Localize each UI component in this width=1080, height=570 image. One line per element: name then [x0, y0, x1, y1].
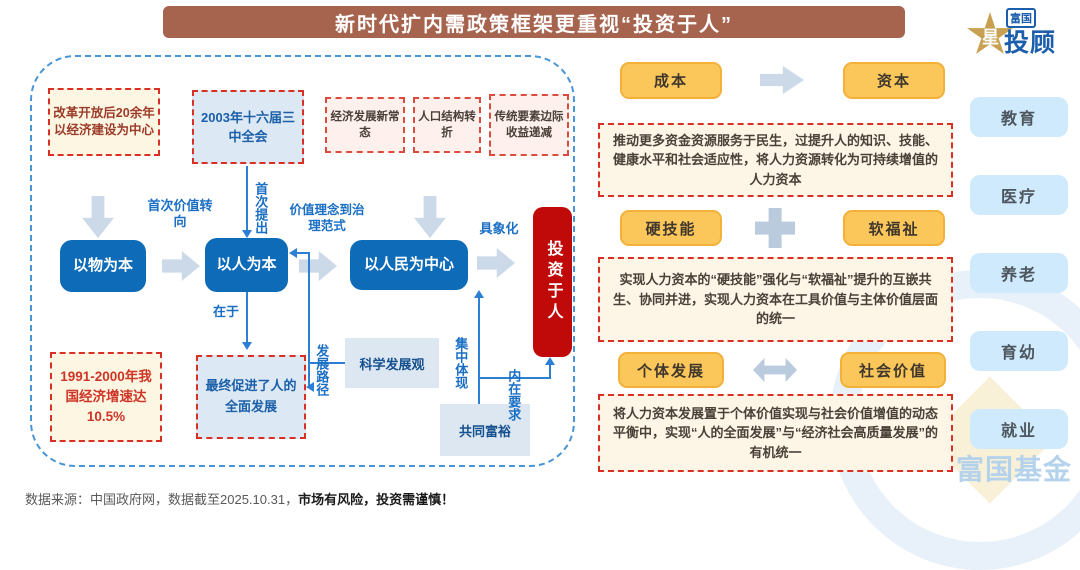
sidebar-item-employment: 就业 [970, 409, 1068, 449]
label-intrinsic: 内在要求 [506, 369, 522, 421]
label-concretize: 具象化 [479, 221, 519, 236]
logo-brand-large: 投顾 [1004, 29, 1057, 57]
connector-line [310, 362, 345, 364]
flow-box-new-normal: 经济发展新常态 [325, 97, 405, 153]
flow-box-common-prosperity: 共同富裕 [440, 404, 530, 456]
arrowhead-up-icon [474, 290, 484, 298]
label-lies-in: 在于 [212, 304, 239, 319]
label-first-value-shift: 首次价值转向 [147, 198, 213, 230]
connector-line [246, 166, 248, 230]
data-source-text: 数据来源：中国政府网，数据截至2025.10.31， [25, 492, 299, 507]
connector-line [478, 298, 480, 404]
double-arrow-icon [753, 358, 797, 382]
flow-box-final-dev: 最终促进了人的全面发展 [196, 355, 306, 439]
desc-block-1: 推动更多资金资源服务于民生，过提升人的知识、技能、健康水平和社会适应性，将人力资… [598, 123, 953, 197]
flow-box-human: 以人为本 [205, 238, 288, 292]
tag-capital: 资本 [843, 62, 945, 99]
label-first-proposed: 首次提出 [253, 182, 269, 234]
plus-icon [755, 208, 795, 248]
risk-warning-text: 市场有风险，投资需谨慎！ [298, 492, 455, 507]
logo-brand-small: 富国 [1006, 8, 1036, 28]
tag-social-value: 社会价值 [840, 352, 946, 388]
flowchart-container [30, 55, 575, 467]
label-dev-path: 发展路径 [314, 344, 330, 396]
connector-line [549, 365, 551, 379]
footer-note: 数据来源：中国政府网，数据截至2025.10.31，市场有风险，投资需谨慎！ [25, 489, 454, 508]
tag-individual-dev: 个体发展 [618, 352, 724, 388]
sidebar-item-childcare: 育幼 [970, 331, 1068, 371]
tag-soft-welfare: 软福祉 [843, 210, 945, 246]
sidebar-item-elderly: 养老 [970, 253, 1068, 293]
flow-box-tradition: 传统要素边际收益递减 [489, 94, 569, 156]
flow-box-invest: 投资于人 [533, 207, 572, 357]
flow-box-scientific: 科学发展观 [345, 338, 439, 388]
sidebar-item-medical: 医疗 [970, 175, 1068, 215]
flow-box-population: 人口结构转折 [413, 97, 481, 153]
arrowhead-down-icon [242, 342, 252, 350]
connector-line [478, 377, 551, 379]
flow-box-2003: 2003年十六届三中全会 [192, 90, 304, 164]
tag-hard-skill: 硬技能 [620, 210, 722, 246]
arrowhead-down-icon [242, 230, 252, 238]
connector-line [246, 292, 248, 342]
desc-block-3: 将人力资本发展置于个体价值实现与社会价值增值的动态平衡中，实现“人的全面发展”与… [598, 394, 953, 472]
connector-line [297, 252, 310, 254]
label-concentrated: 集中体现 [453, 337, 469, 389]
arrow-right-icon [760, 66, 804, 94]
flow-box-people-center: 以人民为中心 [350, 240, 468, 290]
page-title: 新时代扩内需政策框架更重视“投资于人” [163, 6, 905, 38]
flow-box-growth-1991: 1991-2000年我国经济增速达10.5% [50, 352, 162, 442]
sidebar-item-education: 教育 [970, 97, 1068, 137]
brand-logo: 星 富国 投顾 [962, 6, 1074, 57]
label-value-to-governance: 价值理念到治理范式 [289, 203, 365, 233]
arrowhead-up-icon [545, 357, 555, 365]
watermark-brand-text: 富国基金 [956, 454, 1073, 485]
flow-box-reform: 改革开放后20余年以经济建设为中心 [48, 88, 160, 156]
arrowhead-left-icon [306, 382, 314, 392]
logo-star-char: 星 [982, 28, 999, 47]
connector-line [308, 252, 310, 388]
flow-box-material: 以物为本 [60, 240, 146, 292]
arrowhead-left-icon [289, 248, 297, 258]
desc-block-2: 实现人力资本的“硬技能”强化与“软福祉”提升的互嵌共生、协同并进，实现人力资本在… [598, 257, 953, 342]
tag-cost: 成本 [620, 62, 722, 99]
